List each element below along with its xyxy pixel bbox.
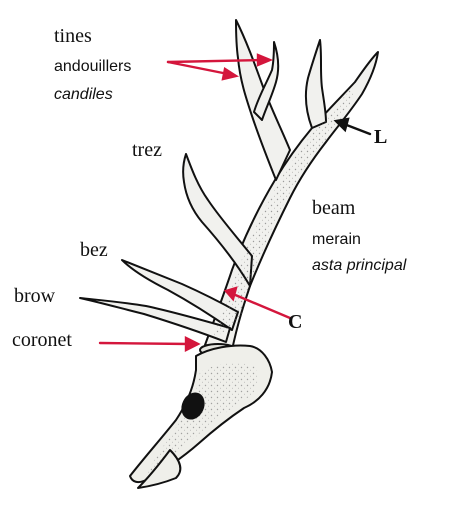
c-marker: C [288,312,302,332]
coronet-arrow [100,343,190,344]
tines-label: tines [54,26,92,46]
skull [130,345,272,488]
beam-spanish-label: asta principal [312,258,406,274]
brow-label: brow [14,286,55,306]
beam-label: beam [312,198,355,218]
tines-french-label: andouillers [54,59,131,75]
beam-french-label: merain [312,232,361,248]
l-marker: L [374,127,387,147]
l-arrow [336,119,370,134]
coronet-label: coronet [12,330,72,350]
top-tine [306,40,326,128]
tines-arrow-2 [168,62,228,74]
tines-spanish-label: candiles [54,87,113,103]
trez-label: trez [132,140,162,160]
bez-label: bez [80,240,108,260]
